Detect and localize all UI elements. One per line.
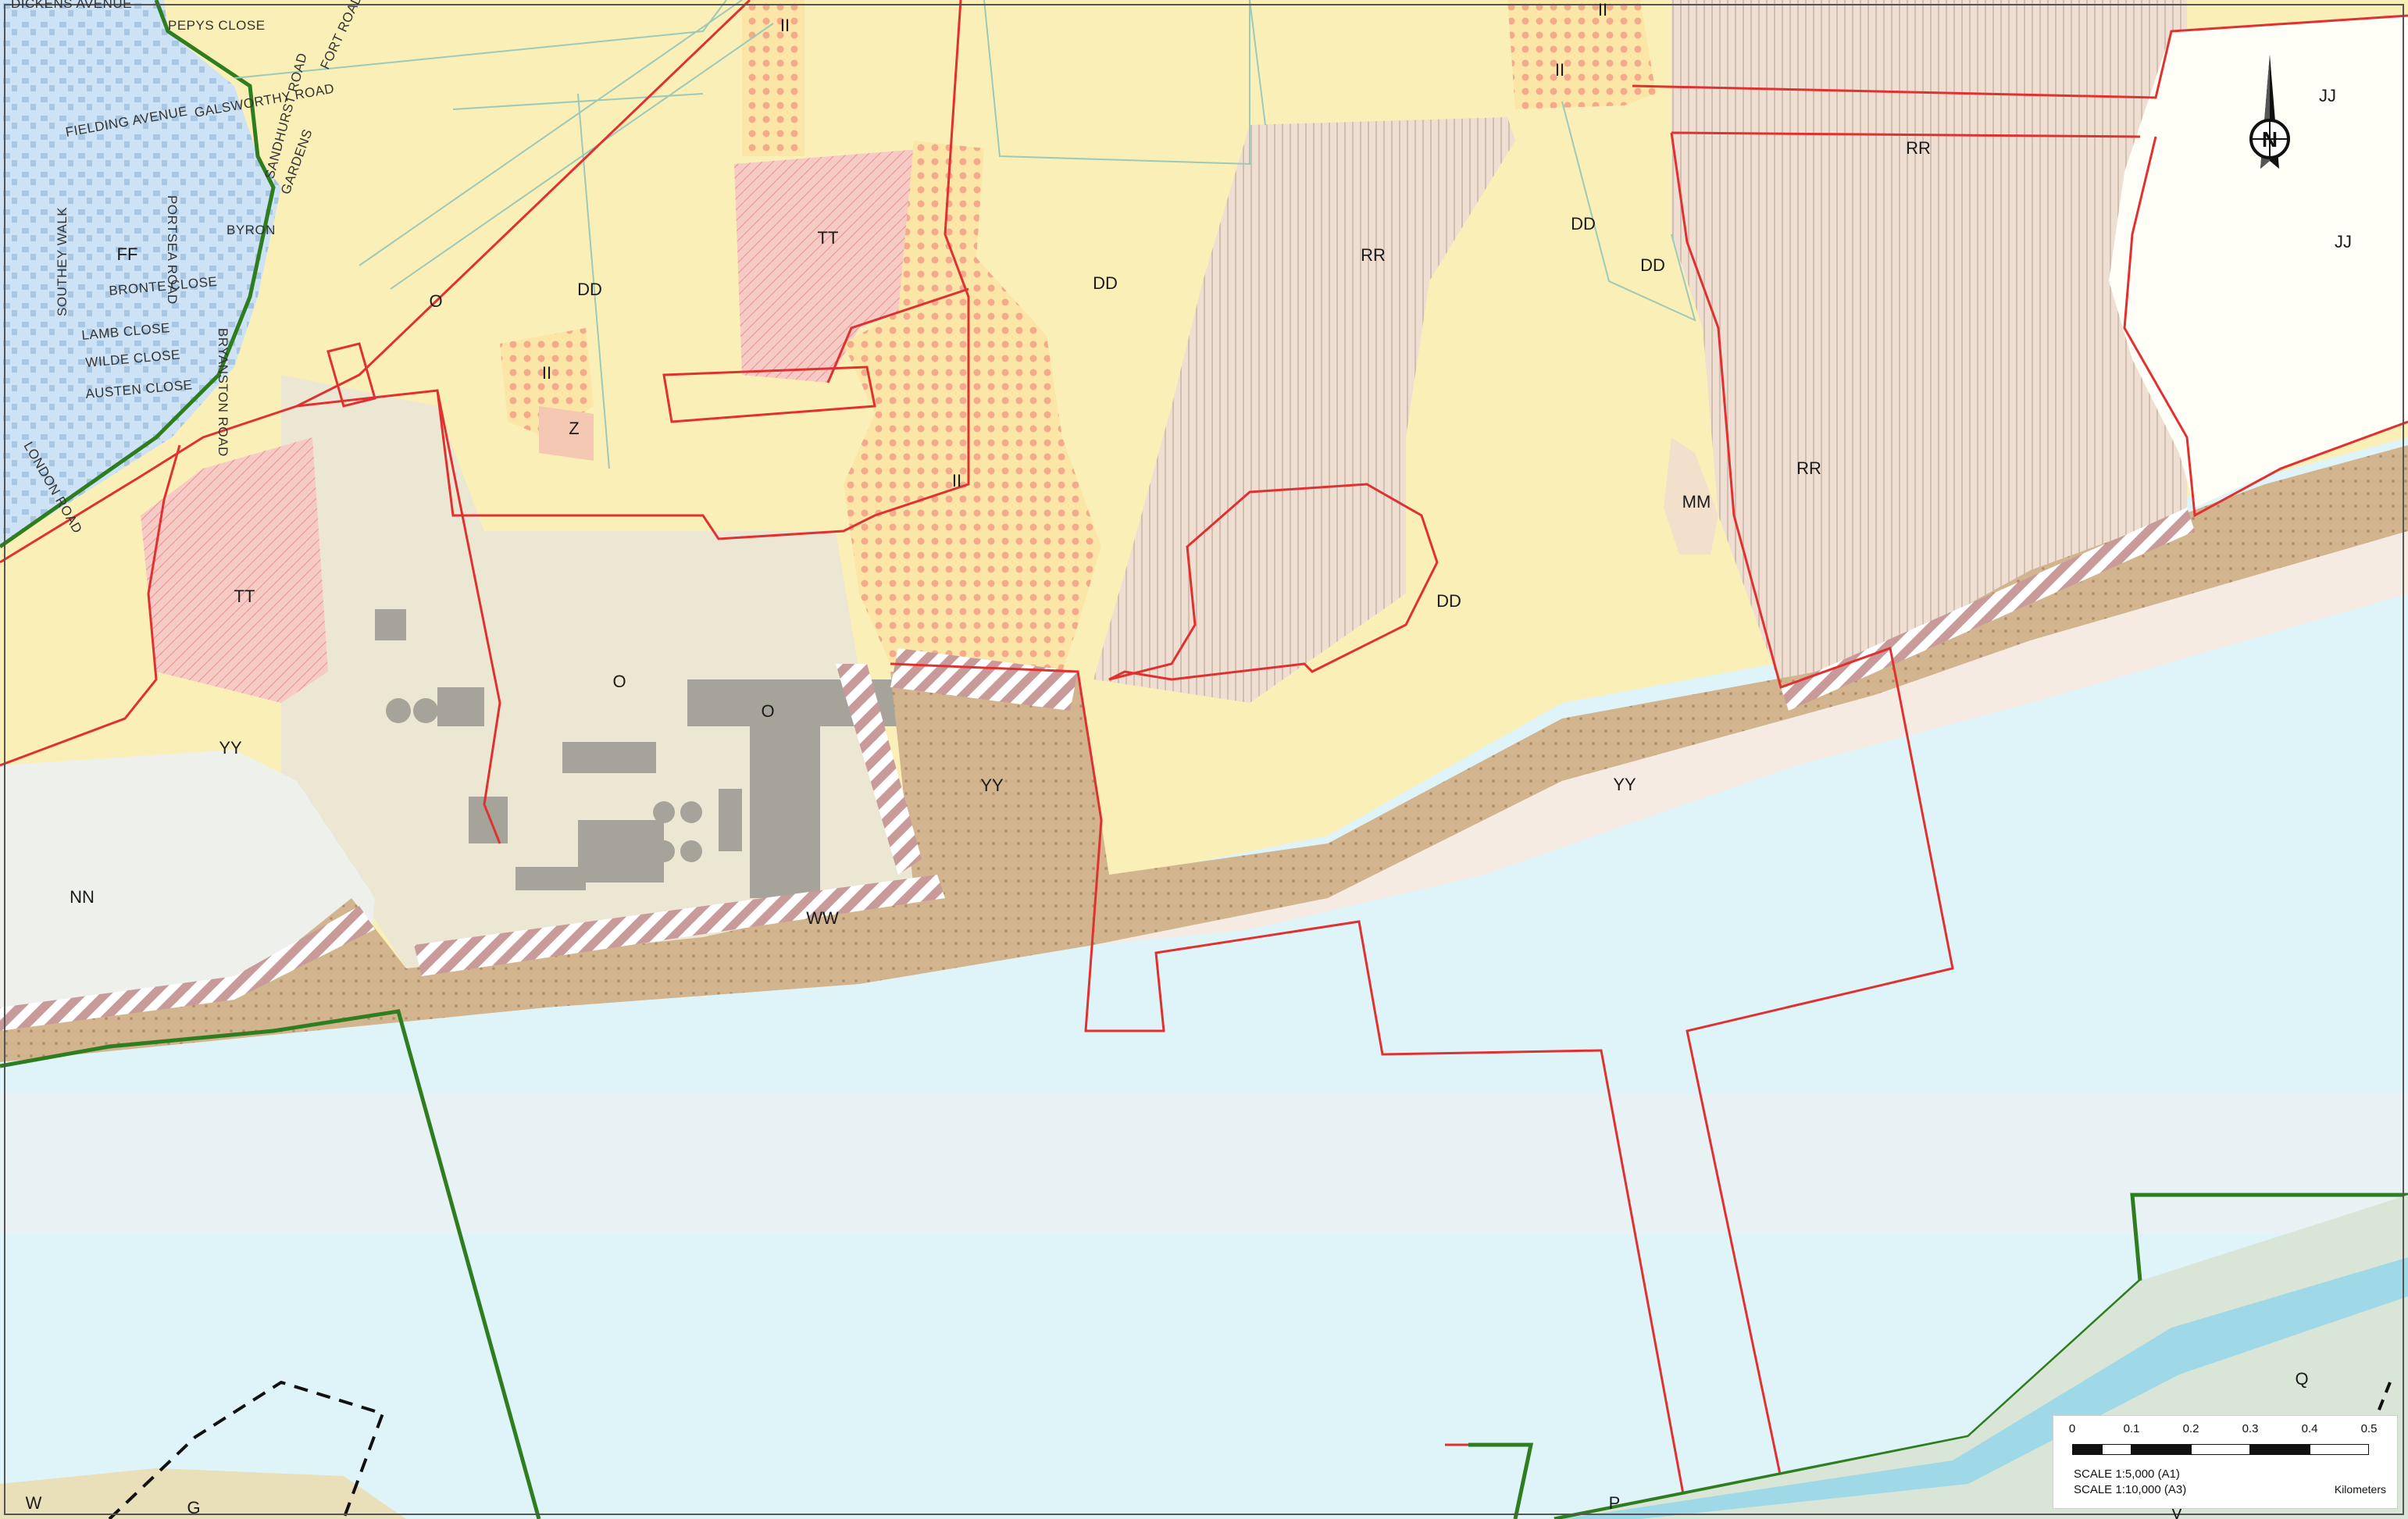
scale-segment [2191,1444,2250,1455]
zone-label-p: P [1609,1493,1621,1513]
zone-label-o-2: O [612,672,626,691]
ii-zone-north [742,0,804,156]
ii-zone-west [500,328,594,437]
dashed-boundary-east [2373,1382,2392,1422]
nn-zone [0,750,375,1015]
zone-label-ii-4: II [542,363,551,383]
ww-strip-west [0,906,375,1031]
scale-tick-label: 0.2 [2182,1422,2199,1435]
zone-label-tt-1: TT [818,228,839,248]
zone-label-yy-3: YY [1613,775,1636,794]
zone-label-jj-2: JJ [2335,232,2352,251]
zone-label-ii-5: II [952,471,961,490]
scale-unit-text: Kilometers [2334,1483,2386,1496]
zone-label-o-1: O [429,291,442,311]
tt-zone-west [141,437,328,703]
scale-segment [2132,1444,2191,1455]
south-bank-channel [1562,1257,2408,1519]
scale-segment [2072,1444,2102,1455]
zone-label-z: Z [569,419,579,438]
zone-label-ii-2: II [1598,0,1607,20]
zone-label-q: Q [2295,1369,2308,1389]
zone-label-rr-2: RR [1906,138,1931,158]
scale-a1-text: SCALE 1:5,000 (A1) [2074,1467,2180,1481]
zone-label-dd-4: DD [1640,255,1665,275]
scale-tick-label: 0.3 [2242,1422,2259,1435]
zone-label-ww: WW [806,908,839,928]
zone-label-yy-1: YY [219,738,242,758]
ww-strip-coast [1781,508,2195,711]
scale-bar: 0 0.1 0.2 0.3 0.4 0.5 SCALE 1:5,000 (A1)… [2053,1415,2398,1509]
z-zone [539,406,594,461]
zone-label-dd-5: DD [1436,591,1461,611]
zone-label-w: W [26,1493,42,1513]
zone-label-dd-1: DD [577,280,602,299]
ii-zone-ne [1507,0,1656,109]
scale-segment [2250,1444,2310,1455]
zone-label-ii-1: II [780,16,790,35]
ww-strip-south [414,875,945,976]
zone-label-tt-2: TT [234,587,255,606]
zone-label-ff: FF [117,244,138,264]
field-boundaries [234,0,1696,469]
ww-strip-works [836,664,922,875]
scale-segment [2102,1444,2132,1455]
rr-zone-centre [1093,117,1515,703]
map-border [4,4,2404,1515]
zone-label-o-3: O [761,701,774,721]
zone-label-nn: NN [70,887,95,907]
road-label-dickens: DICKENS AVENUE [11,0,132,11]
zone-label-mm: MM [1682,492,1711,512]
urban-boundary [0,0,276,549]
shipping-channel [0,1093,2408,1234]
scale-tick-label: 0 [2068,1422,2076,1435]
north-arrow-icon: N [2239,52,2301,184]
dashed-boundary [108,1380,385,1519]
zone-label-yy-2: YY [980,776,1004,795]
jj-zone [2109,16,2408,508]
zone-label-dd-2: DD [1093,273,1118,293]
scale-a3-text: SCALE 1:10,000 (A3) [2074,1483,2187,1496]
zone-label-jj-1: JJ [2319,86,2336,105]
zone-label-g: G [187,1498,200,1517]
north-letter: N [2262,127,2278,152]
yy-foreshore [0,445,2408,1062]
rr-zone-east [1671,0,2187,687]
road-label-portsea: PORTSEA ROAD [165,195,180,305]
urban-zone [0,0,281,547]
scale-tick-label: 0.5 [2360,1422,2378,1435]
road-label-bryanston: BRYANSTON ROAD [216,328,230,457]
south-bank-west [0,1468,406,1519]
ww-strip-north [890,648,1078,711]
road-label-byron: BYRON [227,223,276,237]
road-label-southey: SOUTHEY WALK [55,207,70,316]
scale-segment [2310,1444,2369,1455]
road-label-pepys: PEPYS CLOSE [168,18,266,33]
zone-label-rr-1: RR [1361,245,1386,265]
beach-band [1093,531,2408,945]
scale-tick-label: 0.1 [2123,1422,2140,1435]
zone-label-rr-3: RR [1796,458,1821,478]
zone-label-ii-3: II [1555,60,1564,80]
mm-zone [1664,437,1718,554]
scale-tick-label: 0.4 [2301,1422,2318,1435]
ii-zone-centre [844,141,1101,672]
zone-label-dd-3: DD [1571,214,1596,234]
